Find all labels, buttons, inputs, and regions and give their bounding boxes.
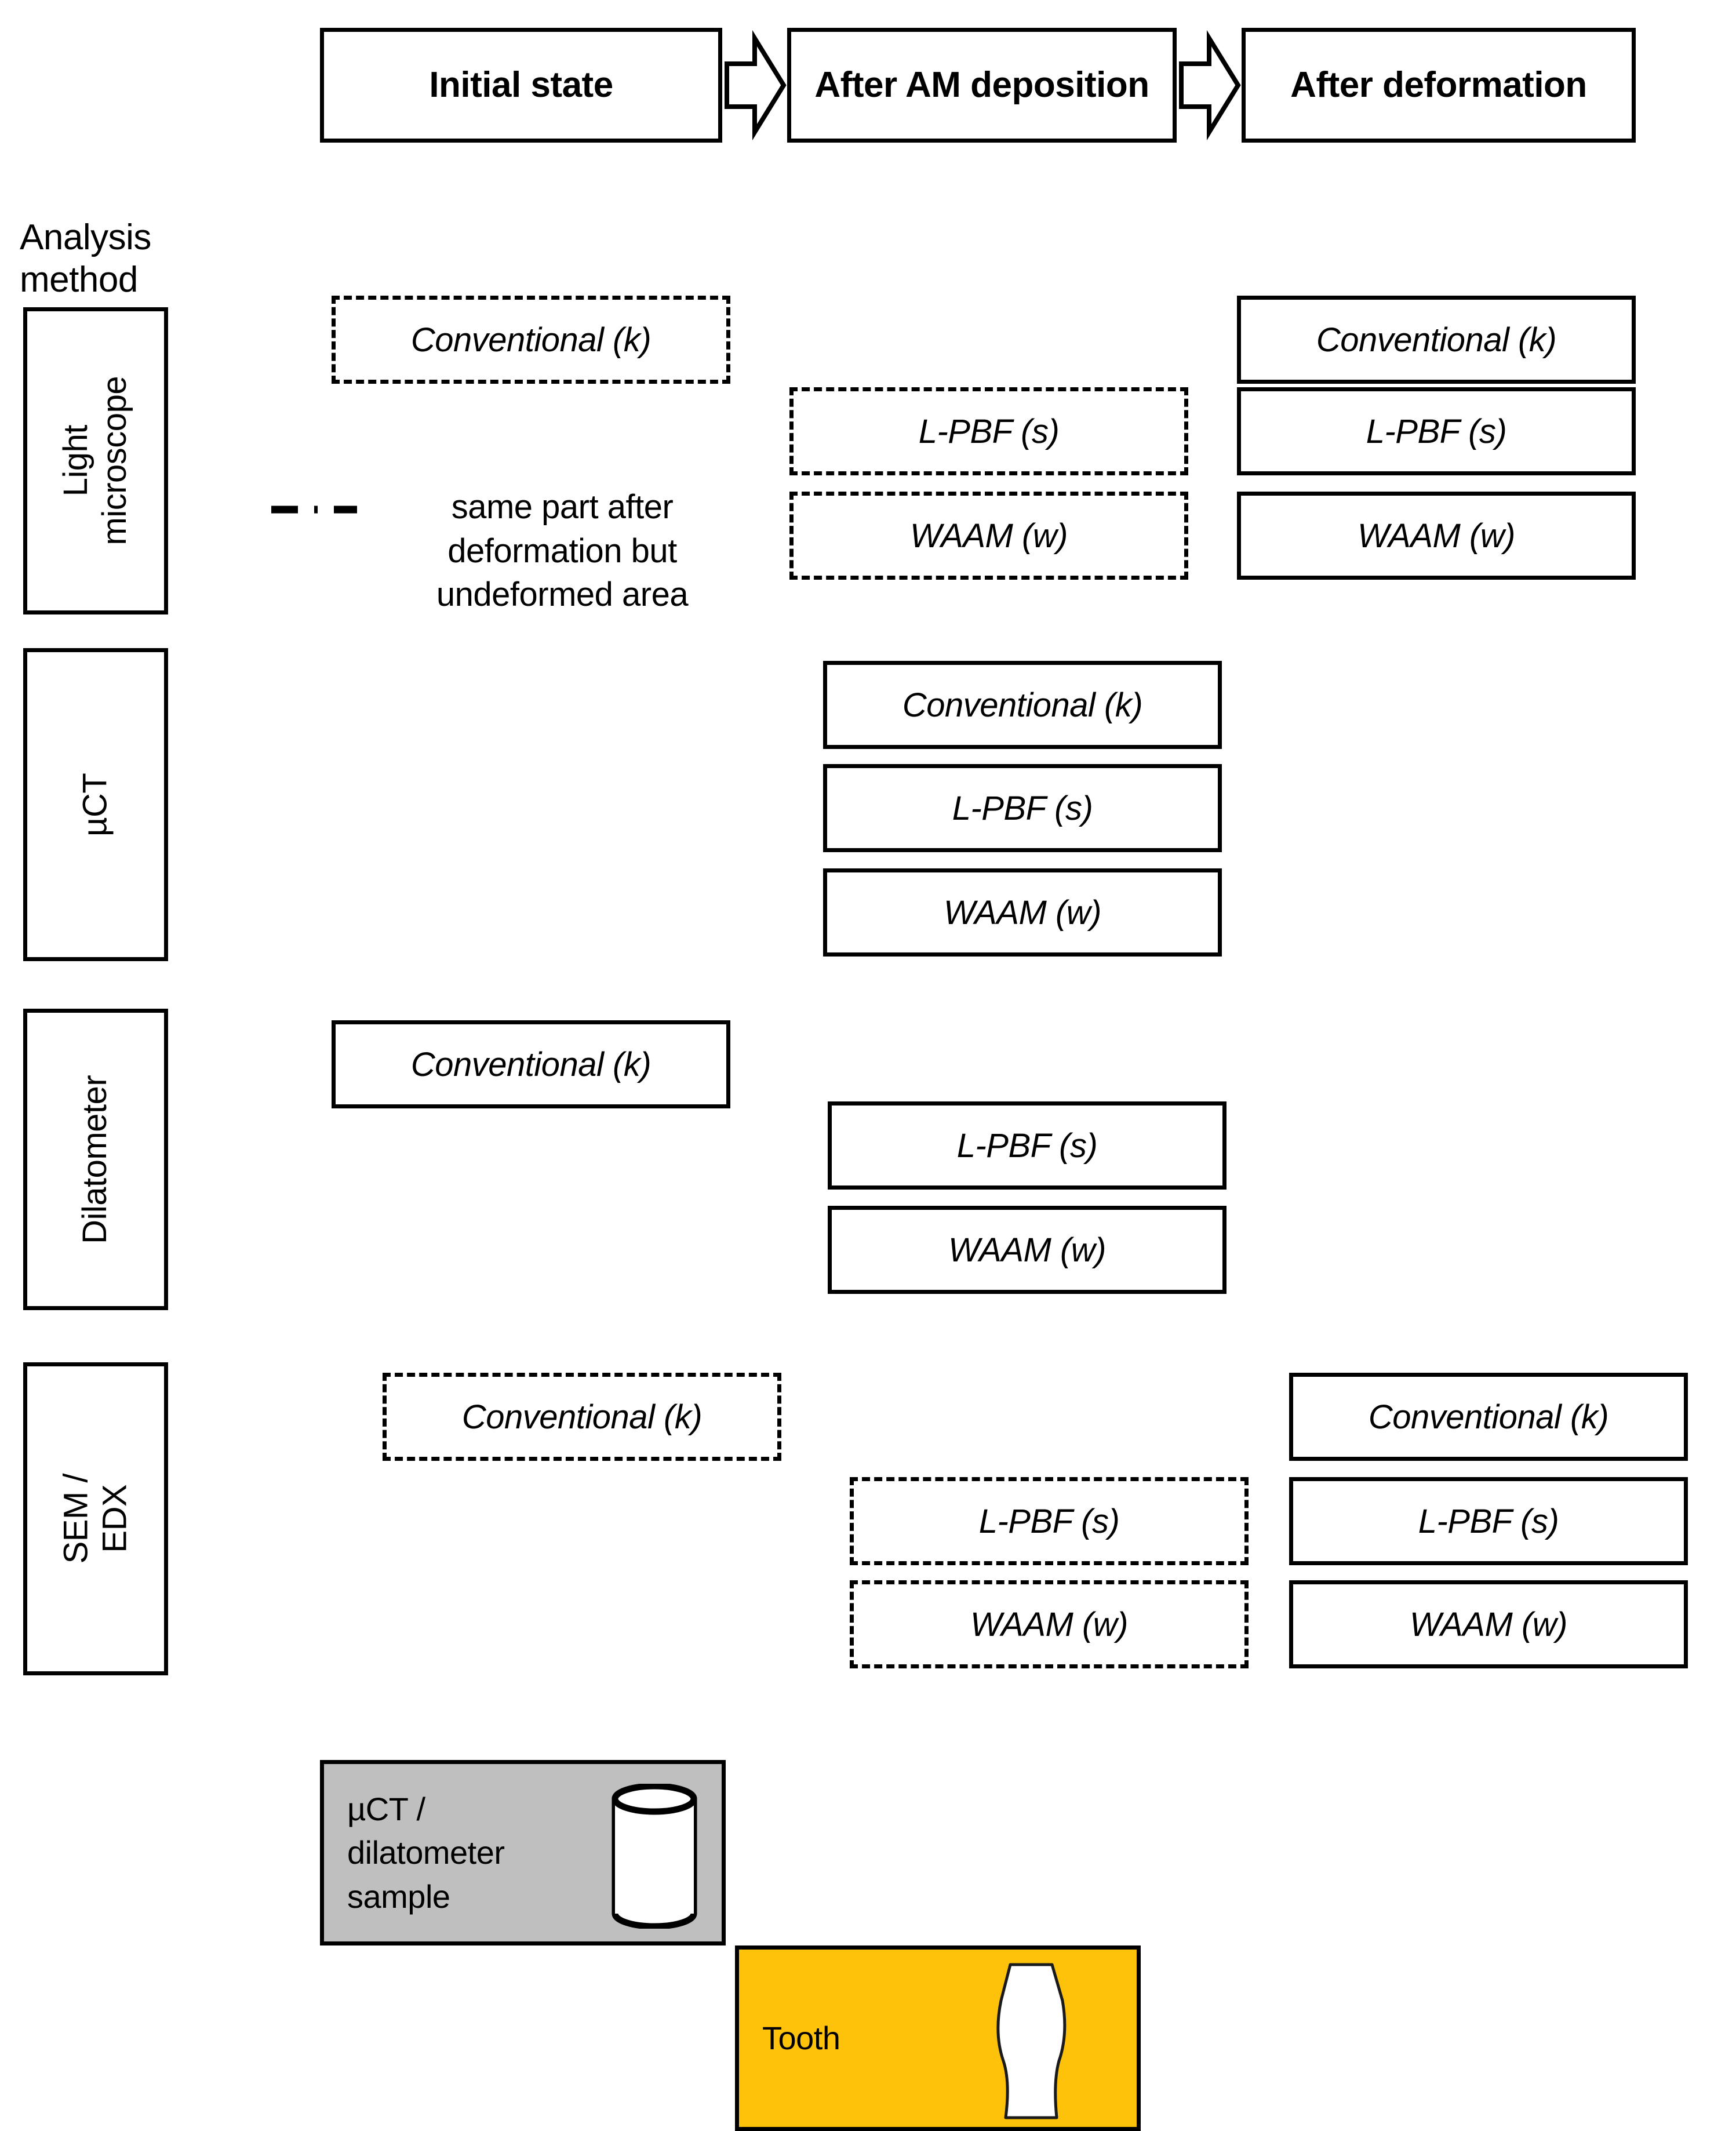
matrix-cell-label: Conventional (k) — [410, 321, 652, 359]
stage-label: After deformation — [1290, 65, 1587, 106]
matrix-cell-label: Conventional (k) — [1316, 321, 1557, 359]
matrix-cell-label: WAAM (w) — [970, 1605, 1129, 1643]
matrix-cell-lm-initial-conventional[interactable]: Conventional (k) — [332, 296, 730, 384]
matrix-cell-label: L-PBF (s) — [1366, 412, 1507, 450]
matrix-cell-sem-initial-conventional[interactable]: Conventional (k) — [383, 1373, 781, 1461]
matrix-cell-label: WAAM (w) — [948, 1231, 1107, 1269]
matrix-cell-uct-am-waam[interactable]: WAAM (w) — [823, 868, 1222, 957]
analysis-method-caption: Analysis method — [20, 174, 263, 301]
matrix-cell-label: L-PBF (s) — [1418, 1502, 1559, 1540]
matrix-cell-dil-am-lpbf[interactable]: L-PBF (s) — [828, 1101, 1227, 1190]
dashed-line-legend-note: same part after deformation but undeform… — [371, 442, 754, 617]
matrix-cell-sem-def-waam[interactable]: WAAM (w) — [1289, 1580, 1688, 1668]
matrix-cell-lm-am-lpbf[interactable]: L-PBF (s) — [789, 387, 1188, 475]
matrix-cell-lm-am-waam[interactable]: WAAM (w) — [789, 492, 1188, 580]
matrix-cell-dil-initial-conventional[interactable]: Conventional (k) — [332, 1020, 730, 1108]
matrix-cell-label: Conventional (k) — [1368, 1398, 1609, 1436]
stage-label: Initial state — [429, 65, 613, 106]
arrow-right-chevron-icon-1 — [723, 30, 787, 140]
matrix-cell-label: WAAM (w) — [909, 517, 1068, 555]
sidebar-item-light-microscope[interactable]: Light microscope — [23, 307, 168, 614]
matrix-cell-uct-am-conventional[interactable]: Conventional (k) — [823, 661, 1222, 749]
sidebar-item-label: µCT — [76, 773, 114, 837]
dashed-line-legend-icon — [270, 506, 363, 514]
arrow-right-chevron-icon-2 — [1178, 30, 1242, 140]
dashed-line-legend-note-text: same part after deformation but undeform… — [436, 488, 689, 614]
matrix-cell-lm-def-lpbf[interactable]: L-PBF (s) — [1237, 387, 1636, 475]
sidebar-item-label: Dilatometer — [76, 1075, 114, 1244]
matrix-cell-sem-def-lpbf[interactable]: L-PBF (s) — [1289, 1477, 1688, 1565]
matrix-cell-label: Conventional (k) — [461, 1398, 703, 1436]
legend-item-uct-dilatometer-sample: µCT / dilatometer sample — [320, 1760, 726, 1945]
sidebar-item-dilatometer[interactable]: Dilatometer — [23, 1009, 168, 1310]
sidebar-item-sem-edx[interactable]: SEM / EDX — [23, 1362, 168, 1675]
stage-box-after-am-deposition: After AM deposition — [787, 28, 1177, 143]
matrix-cell-label: L-PBF (s) — [956, 1126, 1098, 1165]
analysis-method-caption-text: Analysis method — [20, 217, 151, 300]
cylinder-sample-icon — [602, 1784, 707, 1929]
sidebar-item-label: SEM / EDX — [57, 1474, 133, 1564]
tooth-specimen-icon — [974, 1962, 1090, 2122]
matrix-cell-label: Conventional (k) — [410, 1045, 652, 1083]
legend-item-label: µCT / dilatometer sample — [347, 1791, 505, 1915]
matrix-cell-label: Conventional (k) — [902, 686, 1143, 724]
stage-box-after-deformation: After deformation — [1242, 28, 1636, 143]
matrix-cell-label: WAAM (w) — [943, 893, 1102, 932]
matrix-cell-label: WAAM (w) — [1357, 517, 1516, 555]
legend-item-tooth: Tooth — [735, 1945, 1141, 2131]
matrix-cell-label: L-PBF (s) — [978, 1502, 1120, 1540]
matrix-cell-lm-def-waam[interactable]: WAAM (w) — [1237, 492, 1636, 580]
matrix-cell-sem-def-conventional[interactable]: Conventional (k) — [1289, 1373, 1688, 1461]
matrix-cell-sem-am-waam[interactable]: WAAM (w) — [850, 1580, 1249, 1668]
matrix-cell-dil-am-waam[interactable]: WAAM (w) — [828, 1206, 1227, 1294]
matrix-cell-lm-def-conventional[interactable]: Conventional (k) — [1237, 296, 1636, 384]
matrix-cell-label: WAAM (w) — [1409, 1605, 1568, 1643]
matrix-cell-uct-am-lpbf[interactable]: L-PBF (s) — [823, 764, 1222, 852]
stage-label: After AM deposition — [814, 65, 1149, 106]
sidebar-item-uct[interactable]: µCT — [23, 648, 168, 961]
matrix-cell-label: L-PBF (s) — [952, 789, 1093, 827]
sidebar-item-label: Light microscope — [57, 376, 134, 546]
matrix-cell-label: L-PBF (s) — [918, 412, 1060, 450]
stage-box-initial-state: Initial state — [320, 28, 722, 143]
legend-item-label: Tooth — [762, 2020, 840, 2057]
matrix-cell-sem-am-lpbf[interactable]: L-PBF (s) — [850, 1477, 1249, 1565]
